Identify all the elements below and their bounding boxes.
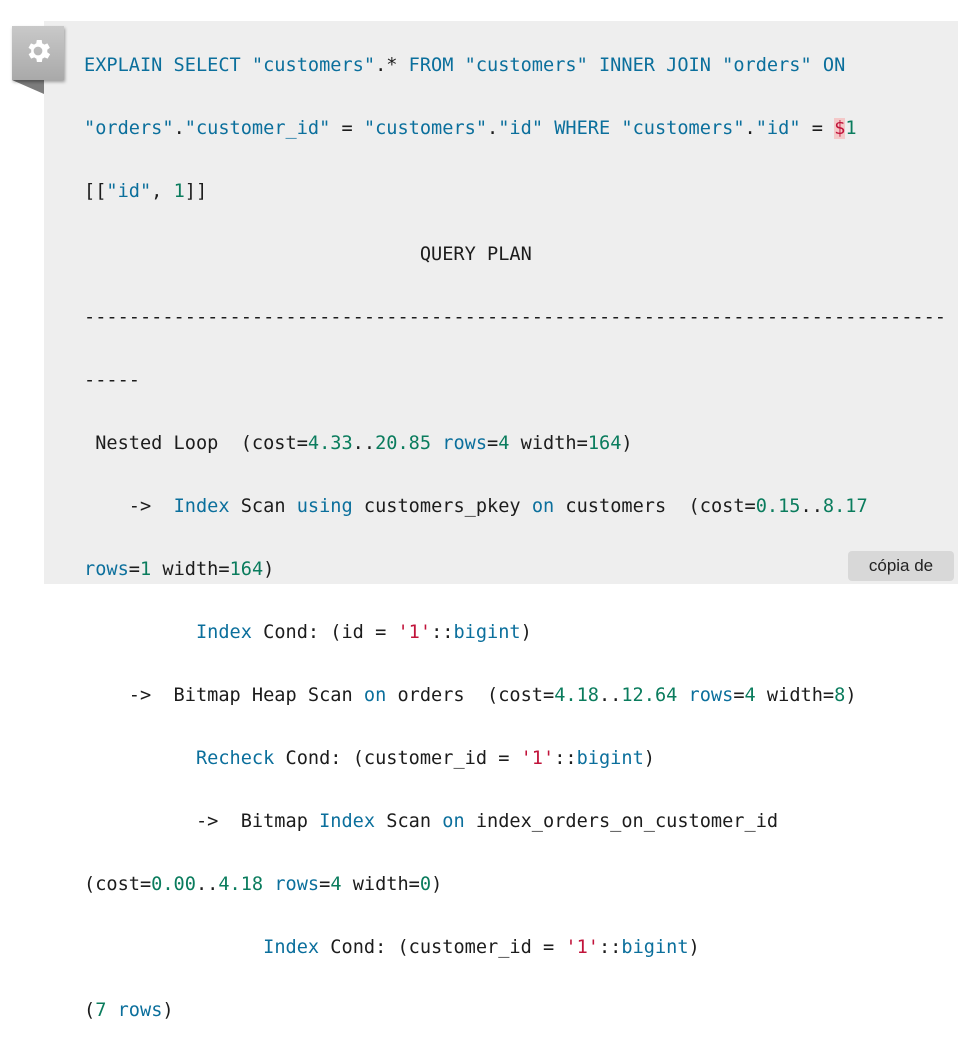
code-line: Recheck Cond: (customer_id = '1'::bigint… — [195, 748, 655, 769]
gear-icon — [23, 36, 53, 70]
code-block-panel — [44, 21, 958, 584]
code-line: Index Cond: (id = '1'::bigint) — [195, 622, 532, 643]
code-line: Index Cond: (customer_id = '1'::bigint) — [263, 937, 700, 958]
sql-code: EXPLAIN SELECT "customers".* FROM "custo… — [84, 50, 954, 1058]
code-line: ----- — [84, 370, 140, 391]
code-line: [["id", 1]] — [84, 181, 208, 202]
code-line: (7 rows) — [84, 1000, 174, 1021]
code-line: -> Index Scan using customers_pkey on cu… — [84, 496, 868, 517]
code-line: "orders"."customer_id" = "customers"."id… — [84, 118, 857, 139]
code-line: EXPLAIN SELECT "customers".* FROM "custo… — [84, 55, 846, 76]
settings-button[interactable] — [12, 26, 64, 80]
code-line: ----------------------------------------… — [84, 307, 946, 328]
code-line: rows=1 width=164) — [84, 559, 275, 580]
copy-button[interactable]: cópia de — [848, 551, 954, 581]
settings-tab-fold — [12, 80, 44, 94]
code-line: QUERY PLAN — [84, 244, 532, 265]
code-line: -> Bitmap Index Scan on index_orders_on_… — [84, 811, 779, 832]
code-line: (cost=0.00..4.18 rows=4 width=0) — [84, 874, 443, 895]
code-line: Nested Loop (cost=4.33..20.85 rows=4 wid… — [84, 433, 633, 454]
code-line: -> Bitmap Heap Scan on orders (cost=4.18… — [84, 685, 857, 706]
